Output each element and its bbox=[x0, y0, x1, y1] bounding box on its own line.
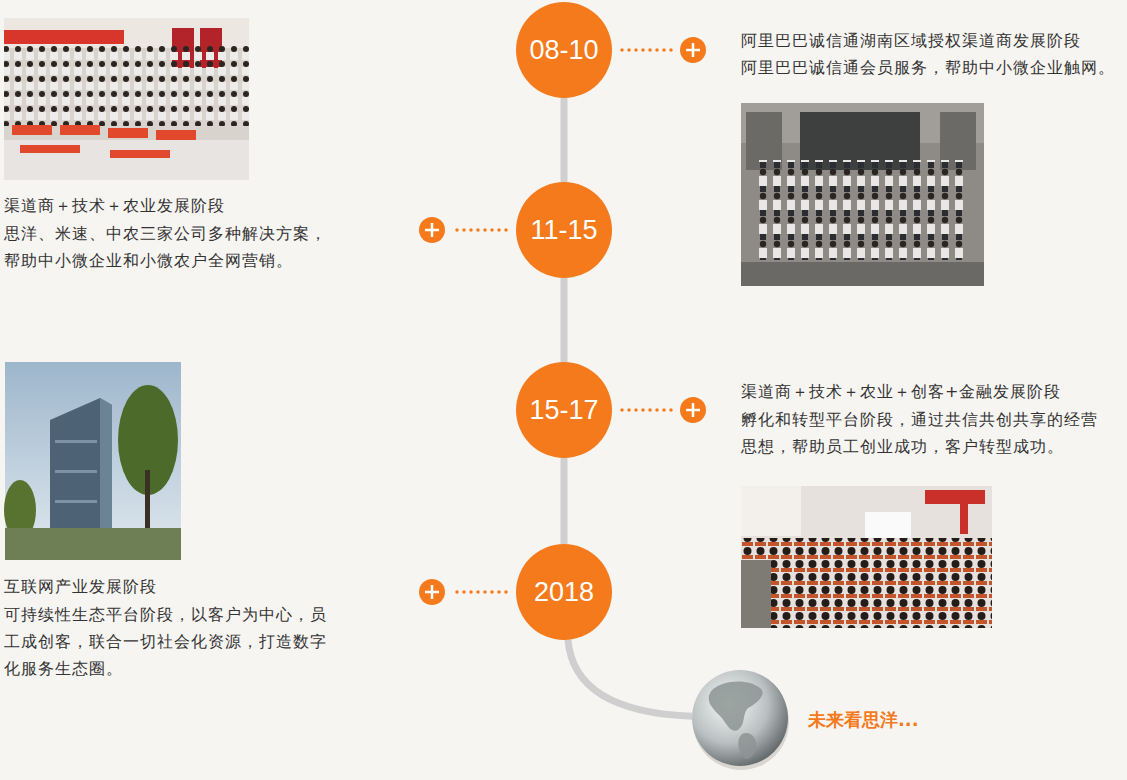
photo-crowd bbox=[757, 160, 969, 260]
plus-sign bbox=[686, 403, 700, 417]
photo-floor bbox=[4, 140, 249, 180]
dotted-leader bbox=[450, 228, 506, 232]
globe-continent bbox=[738, 733, 756, 759]
photo-desk bbox=[110, 150, 170, 158]
photo-screen bbox=[865, 512, 911, 538]
photo-crowd bbox=[4, 46, 249, 126]
photo-building-stripe bbox=[55, 500, 97, 503]
timeline-line bbox=[561, 278, 568, 362]
year-circle: 08-10 bbox=[516, 2, 612, 98]
photo-building bbox=[50, 398, 112, 540]
plus-icon bbox=[680, 37, 706, 63]
photo-banner bbox=[4, 30, 124, 44]
dotted-leader bbox=[622, 48, 676, 52]
photo-desk bbox=[156, 130, 196, 140]
photo-desk bbox=[60, 125, 100, 135]
photo-pillar bbox=[741, 560, 771, 628]
photo-background bbox=[4, 18, 249, 180]
photo-banner bbox=[960, 504, 968, 534]
year-text: 15-17 bbox=[529, 395, 598, 426]
year-circle: 11-15 bbox=[516, 182, 612, 278]
plus-icon bbox=[419, 579, 445, 605]
year-circle: 2018 bbox=[516, 544, 612, 640]
stage-description: 思洋、米速、中农三家公司多种解决方案，帮助中小微企业和小微农户全网营销。 bbox=[4, 220, 334, 274]
stage-description: 阿里巴巴诚信通会员服务，帮助中小微企业触网。 bbox=[741, 54, 1115, 81]
globe-node: 未来看思洋... bbox=[692, 670, 788, 766]
photo-ground bbox=[741, 262, 984, 286]
timeline-line bbox=[561, 98, 568, 182]
future-caption: 未来看思洋... bbox=[808, 708, 919, 732]
year-text: 2018 bbox=[534, 577, 594, 608]
photo-door bbox=[741, 486, 801, 536]
photo-background bbox=[741, 103, 984, 286]
year-text: 11-15 bbox=[530, 215, 597, 246]
stage-description: 阿里巴巴诚信通湖南区域授权渠道商发展阶段 bbox=[741, 27, 1081, 54]
globe bbox=[692, 670, 788, 766]
photo-building-stripe bbox=[55, 440, 97, 443]
stage-description: 可持续性生态平台阶段，以客户为中心，员工成创客，联合一切社会化资源，打造数字化服… bbox=[4, 601, 334, 682]
dotted-leader bbox=[622, 408, 676, 412]
stage-description: 孵化和转型平台阶段，通过共信共创共享的经营思想，帮助员工创业成功，客户转型成功。 bbox=[741, 406, 1103, 460]
stage-description: 渠道商＋技术＋农业发展阶段 bbox=[4, 192, 225, 219]
plus-sign bbox=[686, 43, 700, 57]
plus-sign bbox=[425, 223, 439, 237]
plus-sign bbox=[425, 585, 439, 599]
photo-crowd bbox=[741, 538, 992, 628]
timeline-line bbox=[561, 458, 568, 544]
photo-shrubs bbox=[5, 528, 181, 560]
globe-continent bbox=[709, 681, 763, 730]
photo-desk bbox=[12, 125, 52, 135]
year-circle: 15-17 bbox=[516, 362, 612, 458]
stage-description: 互联网产业发展阶段 bbox=[4, 573, 157, 600]
plus-icon bbox=[680, 397, 706, 423]
year-text: 08-10 bbox=[529, 35, 598, 66]
stage-description: 渠道商＋技术＋农业＋创客+金融发展阶段 bbox=[741, 378, 1061, 405]
dotted-leader bbox=[450, 590, 506, 594]
photo-building-side bbox=[100, 398, 112, 540]
photo-banner bbox=[925, 490, 985, 504]
photo-sky bbox=[5, 362, 181, 560]
photo-desk bbox=[20, 145, 80, 153]
plus-icon bbox=[419, 217, 445, 243]
photo-background bbox=[741, 486, 992, 628]
photo-building-stripe bbox=[55, 470, 97, 473]
timeline-line bbox=[568, 640, 692, 716]
photo-desk bbox=[108, 128, 148, 138]
